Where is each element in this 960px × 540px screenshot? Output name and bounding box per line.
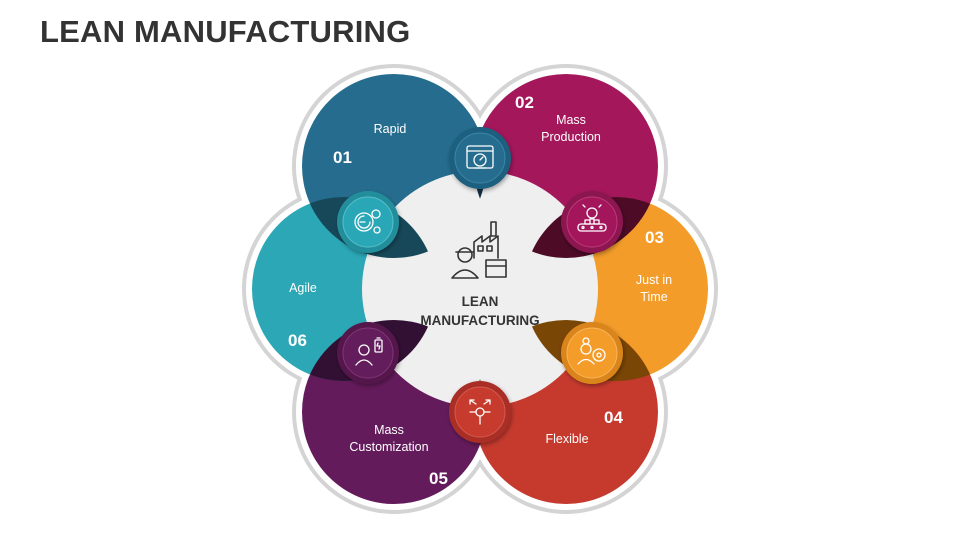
worker-gear-icon	[577, 337, 606, 365]
segment-number-02: 02	[515, 93, 534, 112]
icon-discs	[337, 127, 623, 443]
segment-number-04: 04	[604, 408, 623, 427]
center-disc	[362, 171, 598, 407]
web-gauge-icon	[466, 145, 494, 169]
segment-label-02b: Production	[541, 130, 601, 144]
page-title: LEAN MANUFACTURING	[40, 14, 411, 49]
multi-direction-icon	[469, 399, 491, 425]
center-label-line1: LEAN	[462, 294, 499, 309]
idea-conveyor-icon	[577, 204, 607, 232]
segment-number-03: 03	[645, 228, 664, 247]
icon-disc-mass-production[interactable]	[561, 191, 623, 253]
segment-number-06: 06	[288, 331, 307, 350]
segment-label-01: Rapid	[374, 122, 407, 136]
factory-worker-icon	[451, 221, 507, 279]
segment-label-05b: Customization	[349, 440, 428, 454]
segment-label-05a: Mass	[374, 423, 404, 437]
segment-label-03b: Time	[640, 290, 667, 304]
segment-number-01: 01	[333, 148, 352, 167]
segment-label-06: Agile	[289, 281, 317, 295]
segment-number-05: 05	[429, 469, 448, 488]
segment-label-04: Flexible	[545, 432, 588, 446]
center-label-line2: MANUFACTURING	[420, 313, 539, 328]
segment-label-02a: Mass	[556, 113, 586, 127]
icon-disc-agile[interactable]	[337, 191, 399, 253]
person-battery-icon	[355, 337, 383, 366]
speed-gears-icon	[354, 209, 381, 234]
icon-disc-flexible[interactable]	[449, 381, 511, 443]
icon-disc-rapid[interactable]	[449, 127, 511, 189]
segment-label-03a: Just in	[636, 273, 672, 287]
icon-disc-just-in-time[interactable]	[561, 322, 623, 384]
